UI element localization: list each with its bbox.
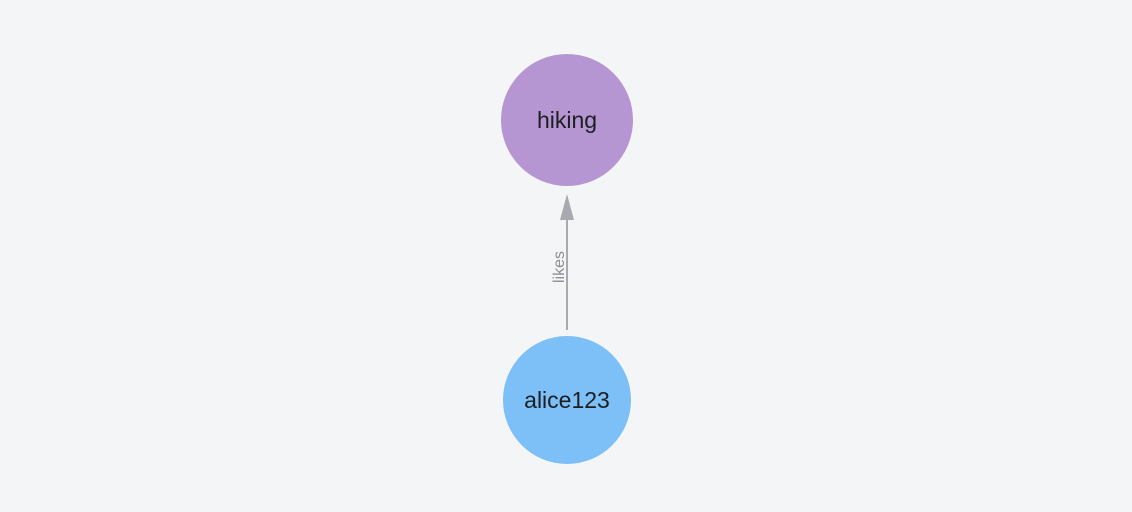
- arrowhead-up-icon: [560, 194, 574, 220]
- edge-label-likes: likes: [550, 250, 568, 284]
- node-alice123[interactable]: alice123: [503, 336, 631, 464]
- node-hiking[interactable]: hiking: [501, 54, 633, 186]
- node-label: alice123: [524, 386, 610, 413]
- node-label: hiking: [536, 106, 598, 133]
- edge-line[interactable]: [566, 218, 568, 330]
